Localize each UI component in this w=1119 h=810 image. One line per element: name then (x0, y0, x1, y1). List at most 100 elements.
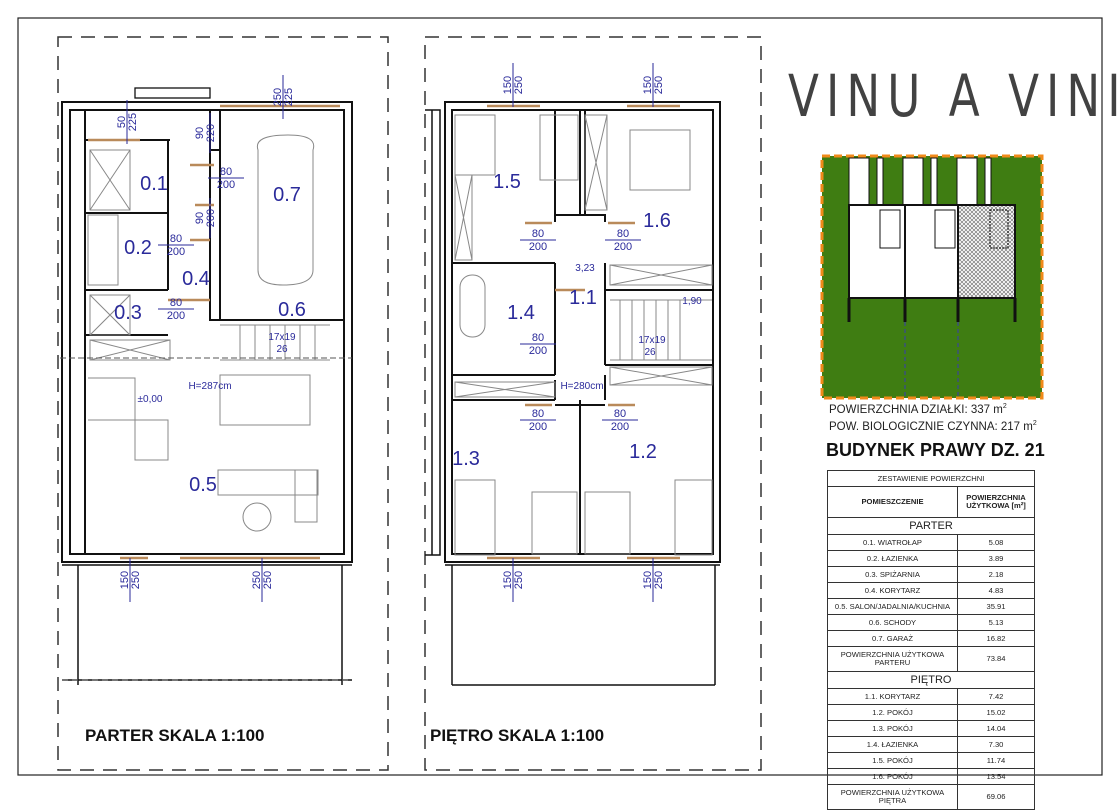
total-label: POWIERZCHNIA UŻYTKOWA PIĘTRA (827, 784, 958, 810)
section-pietro: PIĘTRO (827, 671, 1035, 689)
room-number: 0.2 (124, 237, 152, 259)
door-height: 200 (614, 241, 632, 253)
project-title: VINU A VINI (788, 62, 1119, 130)
room-name: 0.2. ŁAZIENKA (827, 550, 958, 567)
room-area: 15.02 (957, 704, 1035, 721)
plot-area-text: POWIERZCHNIA DZIAŁKI: 337 m (829, 403, 1003, 416)
window-width: 150 (119, 571, 131, 589)
door-width: 80 (617, 228, 629, 240)
table-title: ZESTAWIENIE POWIERZCHNI (827, 470, 1035, 487)
room-name: 1.1. KORYTARZ (827, 688, 958, 705)
door-width: 90 (194, 127, 206, 139)
room-area: 14.04 (957, 720, 1035, 737)
window-width: 150 (502, 571, 514, 589)
window-height: 250 (262, 571, 274, 589)
window-height: 225 (283, 88, 295, 106)
total-area: 69.06 (957, 784, 1035, 810)
stairs-note: 26 (276, 344, 288, 355)
room-area: 5.08 (957, 534, 1035, 551)
window-height: 250 (653, 571, 665, 589)
door-width: 80 (170, 297, 182, 309)
room-name: 0.3. SPIŻARNIA (827, 566, 958, 583)
room-number: 0.6 (278, 299, 306, 321)
pietro-frame (424, 36, 762, 771)
room-number: 0.3 (114, 302, 142, 324)
room-area: 4.83 (957, 582, 1035, 599)
room-area: 7.42 (957, 688, 1035, 705)
door-height: 200 (167, 310, 185, 322)
door-height: 200 (611, 421, 629, 433)
room-number: 0.5 (189, 474, 217, 496)
col-header-room: POMIESZCZENIE (827, 486, 958, 518)
room-area: 11.74 (957, 752, 1035, 769)
room-name: 1.2. POKÓJ (827, 704, 958, 721)
room-number: 1.5 (493, 171, 521, 193)
window-width: 250 (272, 88, 284, 106)
room-area: 35.91 (957, 598, 1035, 615)
room-number: 1.1 (569, 287, 597, 309)
col-header-area: POWIERZCHNIA UŻYTKOWA [m²] (957, 486, 1035, 518)
level-mark: 3,23 (575, 263, 595, 274)
sup: 2 (1032, 420, 1037, 427)
section-parter: PARTER (827, 517, 1035, 535)
room-name: 1.4. ŁAZIENKA (827, 736, 958, 753)
window-width: 50 (116, 116, 128, 128)
door-width: 80 (532, 332, 544, 344)
door-width: 80 (532, 408, 544, 420)
door-height: 200 (205, 209, 217, 227)
stairs-note: 26 (644, 347, 656, 358)
room-area: 13.54 (957, 768, 1035, 785)
door-width: 80 (614, 408, 626, 420)
total-area: 73.84 (957, 646, 1035, 672)
room-number: 1.2 (629, 441, 657, 463)
door-height: 200 (529, 345, 547, 357)
window-width: 150 (642, 571, 654, 589)
site-plan (820, 154, 1044, 400)
room-area: 7.30 (957, 736, 1035, 753)
parter-frame (57, 36, 389, 771)
total-label: POWIERZCHNIA UŻYTKOWA PARTERU (827, 646, 958, 672)
window-height: 250 (130, 571, 142, 589)
level-mark: ±0,00 (138, 394, 163, 405)
room-name: 0.1. WIATROŁAP (827, 534, 958, 551)
room-name: 1.3. POKÓJ (827, 720, 958, 737)
room-name: 0.4. KORYTARZ (827, 582, 958, 599)
room-name: 1.6. POKÓJ (827, 768, 958, 785)
bio-area: POW. BIOLOGICZNIE CZYNNA: 217 m2 (829, 420, 1037, 433)
room-number: 1.3 (452, 448, 480, 470)
door-height: 200 (217, 179, 235, 191)
room-name: 0.6. SCHODY (827, 614, 958, 631)
parter-scale-label: PARTER SKALA 1:100 (85, 726, 264, 745)
door-width: 80 (170, 233, 182, 245)
plot-area: POWIERZCHNIA DZIAŁKI: 337 m2 (829, 403, 1007, 416)
window-width: 150 (642, 76, 654, 94)
height-note: H=287cm (188, 381, 231, 392)
pietro-scale-label: PIĘTRO SKALA 1:100 (430, 726, 604, 745)
bio-area-text: POW. BIOLOGICZNIE CZYNNA: 217 m (829, 420, 1033, 433)
room-number: 0.4 (182, 268, 210, 290)
height-note: H=280cm (560, 381, 603, 392)
room-number: 1.6 (643, 210, 671, 232)
room-area: 2.18 (957, 566, 1035, 583)
room-area: 3.89 (957, 550, 1035, 567)
room-name: 0.5. SALON/JADALNIA/KUCHNIA (827, 598, 958, 615)
room-name: 1.5. POKÓJ (827, 752, 958, 769)
door-height: 200 (167, 246, 185, 258)
sup: 2 (1002, 403, 1007, 410)
level-mark: 1,90 (682, 296, 702, 307)
room-number: 0.1 (140, 173, 168, 195)
door-width: 90 (194, 212, 206, 224)
room-area: 5.13 (957, 614, 1035, 631)
